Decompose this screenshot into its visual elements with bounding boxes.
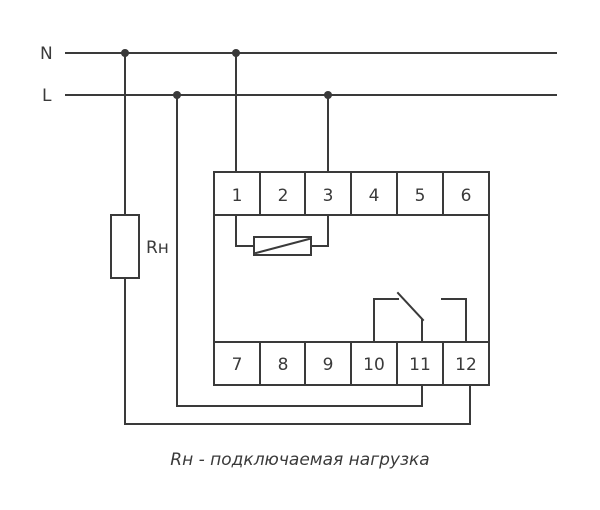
terminal-4-label: 4 <box>369 186 380 206</box>
coil-lead-right <box>310 214 329 247</box>
contact-lead-terminal-10 <box>373 298 399 343</box>
terminal-2-label: 2 <box>278 186 289 206</box>
switch-contact-blade <box>396 291 425 322</box>
terminal-12-label: 12 <box>455 355 477 375</box>
wire-l-to-terminal-11 <box>176 94 423 407</box>
terminal-3-label: 3 <box>323 186 334 206</box>
load-resistor <box>110 214 140 279</box>
terminal-9-label: 9 <box>323 355 334 375</box>
line-l-label: L <box>42 86 52 106</box>
coil-lead-left <box>235 214 255 247</box>
contact-lead-terminal-12 <box>441 298 467 343</box>
load-label: Rн <box>146 238 169 258</box>
terminal-1-label: 1 <box>232 186 243 206</box>
diagram-caption: Rн - подключаемая нагрузка <box>170 450 429 470</box>
line-n-label: N <box>40 44 53 64</box>
terminal-10-label: 10 <box>363 355 385 375</box>
terminal-8-label: 8 <box>278 355 289 375</box>
terminal-11-label: 11 <box>409 355 431 375</box>
relay-coil-diagonal <box>254 237 311 255</box>
terminal-7-label: 7 <box>232 355 243 375</box>
terminal-5-label: 5 <box>415 186 426 206</box>
terminal-6-label: 6 <box>461 186 472 206</box>
wire-load-to-terminal-12 <box>124 277 471 425</box>
